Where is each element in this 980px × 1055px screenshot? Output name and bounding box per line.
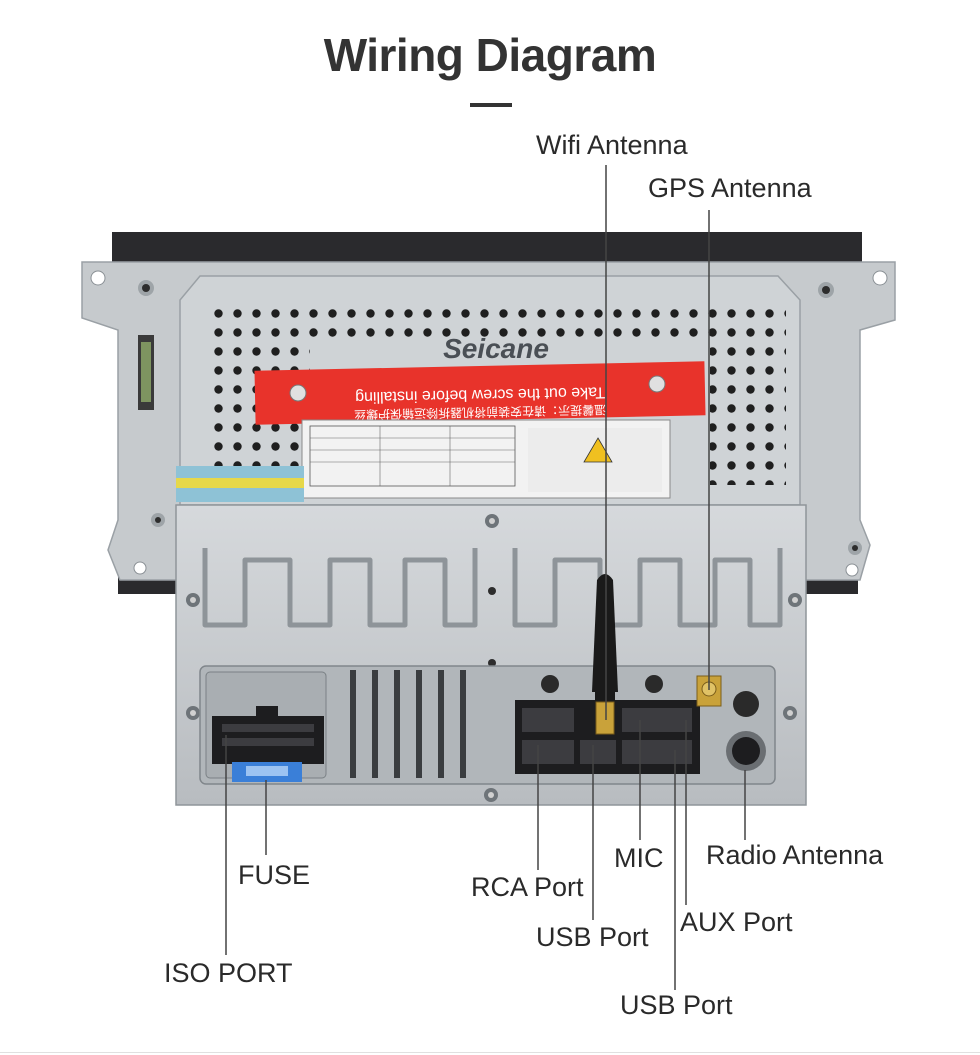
- wifi-antenna: [592, 574, 618, 735]
- label-fuse: FUSE: [238, 860, 311, 890]
- warning-sticker: Take out the screw before installing 温馨提…: [254, 361, 706, 425]
- page-title: Wiring Diagram: [323, 29, 657, 81]
- iso-connector: [212, 706, 324, 782]
- heat-sink-fins: [202, 548, 783, 628]
- label-rca-port: RCA Port: [471, 872, 584, 902]
- brand-logo: Seicane: [443, 333, 549, 364]
- bottom-divider: [0, 1052, 980, 1053]
- multi-connector-block: [515, 675, 700, 774]
- label-aux-port: AUX Port: [680, 907, 793, 937]
- label-radio-antenna: Radio Antenna: [706, 840, 884, 870]
- spec-label: [176, 419, 671, 502]
- label-iso-port: ISO PORT: [164, 958, 293, 988]
- callout-lines: [225, 165, 746, 990]
- label-gps-antenna: GPS Antenna: [648, 173, 812, 203]
- sticker-text-cn: 温馨提示：请在安装前将机器拆除运输保护螺丝: [354, 402, 606, 422]
- label-wifi-antenna: Wifi Antenna: [536, 130, 688, 160]
- sticker-text: Take out the screw before installing: [355, 383, 605, 405]
- title-underline: [470, 103, 512, 107]
- label-usb-port-1: USB Port: [536, 922, 649, 952]
- label-usb-port-2: USB Port: [620, 990, 733, 1020]
- radio-antenna-socket: [726, 691, 766, 771]
- vent-slots: [350, 670, 466, 778]
- label-mic: MIC: [614, 843, 664, 873]
